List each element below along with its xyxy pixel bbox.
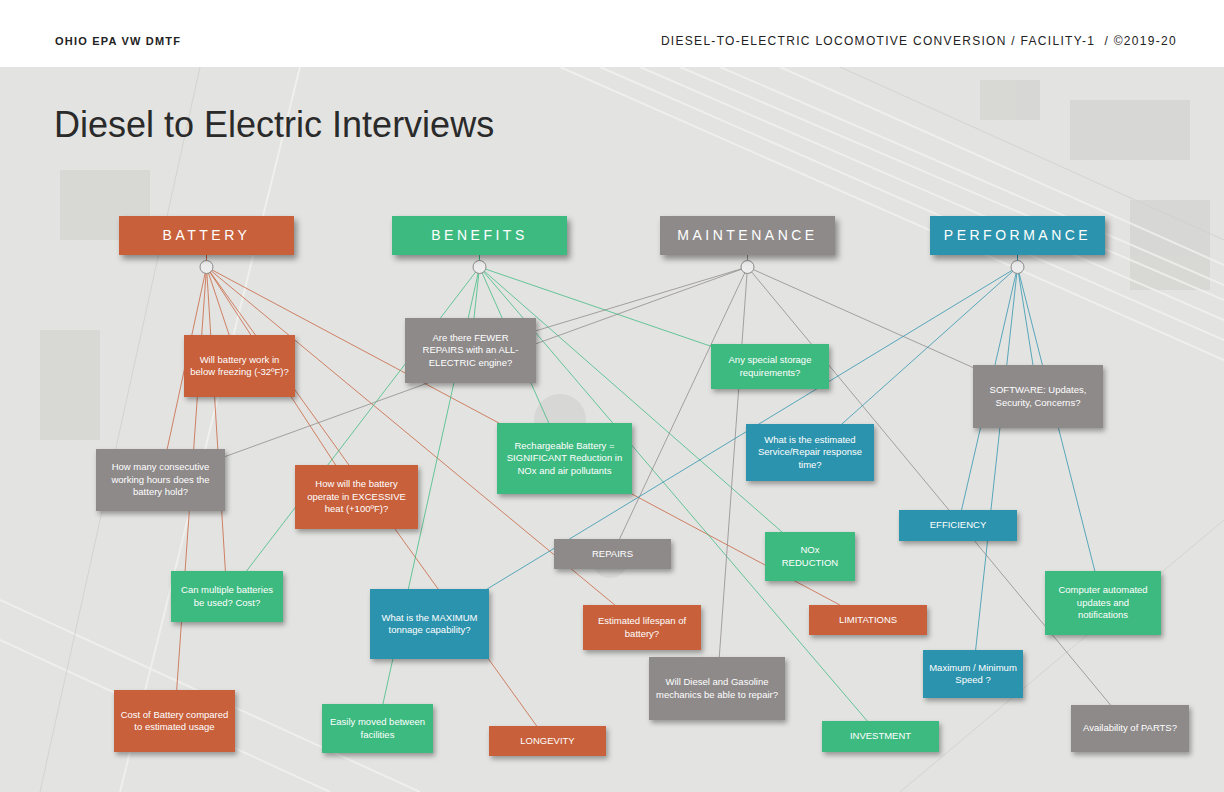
question-box: SOFTWARE: Updates, Security, Concerns? xyxy=(973,365,1103,428)
anchor-circle xyxy=(1011,261,1024,274)
node-text: Computer automated updates and notificat… xyxy=(1051,584,1155,621)
question-box: LONGEVITY xyxy=(489,726,606,756)
node-text: Can multiple batteries be used? Cost? xyxy=(177,584,277,609)
anchor-circle xyxy=(200,261,213,274)
question-box: LIMITATIONS xyxy=(809,605,927,635)
aerial-photo xyxy=(0,67,1224,792)
node-text: LONGEVITY xyxy=(520,735,574,747)
connector-line xyxy=(480,255,868,721)
connector-line xyxy=(487,255,1017,589)
node-text: REPAIRS xyxy=(592,548,633,560)
header-subtitle: DIESEL-TO-ELECTRIC LOCOMOTIVE CONVERSION… xyxy=(661,34,1177,48)
node-text: Are there FEWER REPAIRS with an ALL-ELEC… xyxy=(411,332,530,369)
node-text: EFFICIENCY xyxy=(930,519,986,531)
node-text: SOFTWARE: Updates, Security, Concerns? xyxy=(979,384,1097,409)
question-box: How many consecutive working hours does … xyxy=(96,449,225,511)
category-box: PERFORMANCE xyxy=(930,216,1105,255)
question-box: Cost of Battery compared to estimated us… xyxy=(114,690,235,752)
connector-line xyxy=(207,255,226,571)
question-box: Are there FEWER REPAIRS with an ALL-ELEC… xyxy=(405,318,536,383)
connector-line xyxy=(719,255,747,657)
node-text: NOx REDUCTION xyxy=(771,544,849,569)
question-box: Can multiple batteries be used? Cost? xyxy=(171,571,283,622)
connector-line xyxy=(536,255,748,331)
aerial-roads xyxy=(40,67,1224,792)
connector-line xyxy=(207,255,537,726)
connector-line xyxy=(976,255,1018,650)
anchor-circle xyxy=(741,261,754,274)
question-box: What is the MAXIMUM tonnage capability? xyxy=(370,589,489,659)
connector-line xyxy=(620,255,748,539)
node-text: BENEFITS xyxy=(431,226,527,244)
question-box: Availability of PARTS? xyxy=(1071,705,1189,752)
anchor-circle xyxy=(473,261,486,274)
diagram-title: Diesel to Electric Interviews xyxy=(54,104,494,146)
question-box: Computer automated updates and notificat… xyxy=(1045,571,1161,635)
node-text: PERFORMANCE xyxy=(944,226,1091,244)
connector-line xyxy=(247,255,480,571)
node-text: LIMITATIONS xyxy=(839,614,897,626)
node-text: How will the battery operate in EXCESSIV… xyxy=(301,478,412,515)
question-box: Any special storage requirements? xyxy=(711,344,829,389)
rail-tracks xyxy=(0,67,1224,792)
node-text: What is the estimated Service/Repair res… xyxy=(752,434,868,471)
node-text: Rechargeable Battery = SIGNIFICANT Reduc… xyxy=(503,440,626,477)
node-text: Availability of PARTS? xyxy=(1083,722,1177,734)
connector-group xyxy=(167,255,1110,726)
question-box: INVESTMENT xyxy=(822,721,939,752)
node-text: MAINTENANCE xyxy=(677,226,817,244)
question-box: Estimated lifespan of battery? xyxy=(583,605,701,650)
anchor-circles xyxy=(200,261,1024,274)
node-text: Cost of Battery compared to estimated us… xyxy=(120,709,229,734)
node-text: BATTERY xyxy=(163,226,251,244)
question-box: NOx REDUCTION xyxy=(765,532,855,581)
question-box: Rechargeable Battery = SIGNIFICANT Reduc… xyxy=(497,423,632,494)
connector-line xyxy=(480,255,783,532)
question-box: What is the estimated Service/Repair res… xyxy=(746,424,874,481)
connector-line xyxy=(225,255,748,457)
question-box: EFFICIENCY xyxy=(899,510,1017,541)
node-text: INVESTMENT xyxy=(850,730,911,742)
question-box: Will battery work in below freezing (-32… xyxy=(184,335,295,397)
question-box: Maximum / Minimum Speed ? xyxy=(923,650,1023,698)
category-box: BATTERY xyxy=(119,216,294,255)
node-text: Any special storage requirements? xyxy=(717,354,823,379)
node-text: Will Diesel and Gasoline mechanics be ab… xyxy=(655,676,779,701)
category-box: BENEFITS xyxy=(392,216,567,255)
node-text: Estimated lifespan of battery? xyxy=(589,615,695,640)
category-box: MAINTENANCE xyxy=(660,216,835,255)
node-text: Maximum / Minimum Speed ? xyxy=(929,662,1017,687)
question-box: Will Diesel and Gasoline mechanics be ab… xyxy=(649,657,785,720)
node-text: What is the MAXIMUM tonnage capability? xyxy=(376,612,483,637)
question-box: How will the battery operate in EXCESSIV… xyxy=(295,465,418,529)
header-label: OHIO EPA VW DMTF xyxy=(55,35,181,47)
node-text: How many consecutive working hours does … xyxy=(102,461,219,498)
question-box: Easily moved between facilities xyxy=(322,704,433,753)
node-text: Will battery work in below freezing (-32… xyxy=(190,354,289,379)
question-box: REPAIRS xyxy=(554,539,671,569)
header-band xyxy=(0,0,1224,67)
node-text: Easily moved between facilities xyxy=(328,716,427,741)
